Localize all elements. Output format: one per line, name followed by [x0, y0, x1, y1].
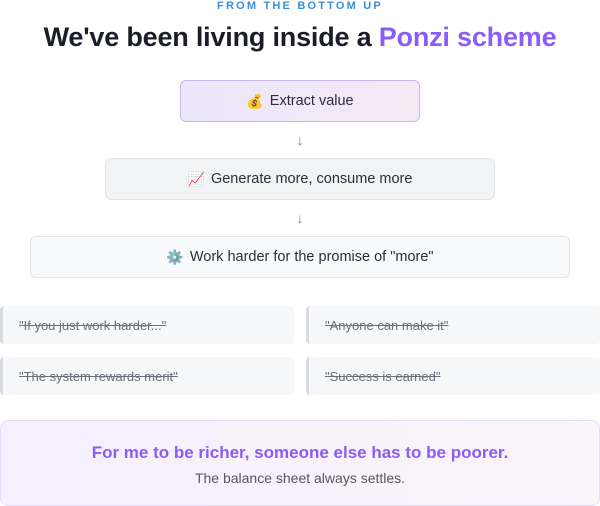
step-generate-consume: 📈 Generate more, consume more [105, 158, 495, 200]
myth-quote: "Success is earned" [306, 357, 600, 395]
eyebrow-label: FROM THE BOTTOM UP [217, 0, 383, 12]
step-label: Work harder for the promise of "more" [189, 249, 434, 265]
step-extract-value: 💰 Extract value [180, 80, 420, 122]
arrow-down-icon: ↓ [296, 210, 304, 226]
step-label: Generate more, consume more [210, 171, 413, 187]
myth-quote: "If you just work harder..." [0, 306, 294, 344]
page-title-prefix: We've been living inside a [43, 22, 379, 52]
myth-quote: "Anyone can make it" [306, 306, 600, 344]
chart-increasing-icon: 📈 [187, 170, 205, 187]
page-title: We've been living inside a Ponzi scheme [0, 20, 600, 54]
conclusion-callout: For me to be richer, someone else has to… [0, 420, 600, 506]
arrow-down-icon: ↓ [296, 132, 304, 148]
page-title-accent: Ponzi scheme [378, 22, 557, 52]
myth-quote: "The system rewards merit" [0, 357, 294, 395]
step-label: Extract value [269, 93, 354, 109]
callout-subtext: The balance sheet always settles. [194, 470, 406, 486]
callout-headline: For me to be richer, someone else has to… [91, 443, 509, 462]
money-bag-icon: 💰 [246, 92, 264, 109]
gear-icon: ⚙️ [166, 248, 184, 265]
step-work-harder: ⚙️ Work harder for the promise of "more" [30, 236, 570, 278]
